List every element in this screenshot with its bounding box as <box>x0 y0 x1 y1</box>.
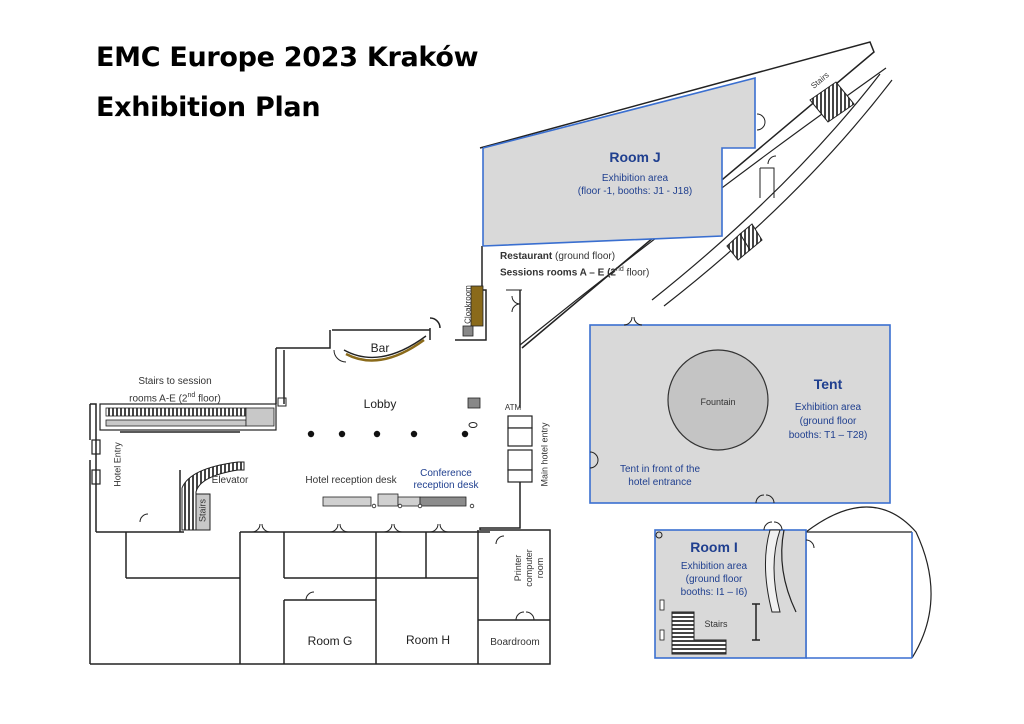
hotel-reception-label: Hotel reception desk <box>305 475 397 486</box>
hotel-walls <box>89 246 551 665</box>
lobby-pillars <box>307 430 469 438</box>
elevator-stairs <box>181 461 245 531</box>
conference-line1: Conference <box>420 468 472 479</box>
stairs-session-rooms <box>99 397 287 433</box>
stairs-session-line2: rooms A-E (2nd floor) <box>115 389 235 405</box>
room-i-line1: Exhibition area <box>680 561 748 572</box>
printer-line3: room <box>535 557 545 579</box>
room-i-line3: booths: I1 – I6) <box>680 587 748 598</box>
conference-line2: reception desk <box>413 480 479 491</box>
sessions-label: Sessions rooms A – E (2nd floor) <box>500 263 649 279</box>
stairs-session-line1: Stairs to session <box>138 376 212 387</box>
tent-front-line1: Tent in front of the <box>619 464 701 475</box>
hotel-entry-doors <box>91 439 101 485</box>
cloakroom-box <box>462 325 474 337</box>
sessions-strong: Sessions rooms A – E (2 <box>500 267 616 279</box>
room-i-stairs-label: Stairs <box>704 619 728 629</box>
room-j-area <box>482 76 756 247</box>
tent-line2: (ground floor <box>799 416 857 427</box>
fountain <box>667 349 769 451</box>
hotel-entry-label: Hotel Entry <box>112 442 123 487</box>
room-i-area <box>654 506 932 659</box>
stairs-left-label: Stairs <box>197 499 208 523</box>
stairs-top-right <box>726 81 855 261</box>
cloakroom-counter <box>470 285 484 327</box>
room-i-line2: (ground floor <box>685 574 743 585</box>
stairs-session-floor: floor) <box>195 393 221 405</box>
printer-room-label: Printer computer room <box>513 533 553 603</box>
reception-desks <box>322 493 475 509</box>
hotel-doors <box>139 349 535 621</box>
tent-name: Tent <box>813 376 843 392</box>
elevator-label: Elevator <box>211 475 249 486</box>
tent-line1: Exhibition area <box>794 402 862 413</box>
room-j-name: Room J <box>609 149 661 165</box>
restaurant-floor: (ground floor) <box>552 251 616 262</box>
stairs-session-rooms: rooms A-E (2 <box>129 393 188 405</box>
sessions-floor: floor) <box>623 267 650 279</box>
tent-front-line2: hotel entrance <box>628 477 692 488</box>
bar-counter <box>343 335 427 362</box>
fountain-label: Fountain <box>700 397 736 407</box>
atm-label: ATM <box>504 403 522 412</box>
printer-line2: computer <box>524 549 534 587</box>
sessions-sup: nd <box>615 266 624 273</box>
bar-label: Bar <box>370 341 390 355</box>
room-g-label: Room G <box>307 634 353 648</box>
stairs-session-sup: nd <box>187 392 196 399</box>
plan-title-line2: Exhibition Plan <box>96 92 321 123</box>
printer-line1: Printer <box>513 554 523 582</box>
cloakroom-label: Cloakroom <box>463 285 473 324</box>
room-i-name: Room I <box>690 539 738 555</box>
room-j-line2: (floor -1, booths: J1 - J18) <box>577 186 693 197</box>
tent-area <box>589 316 891 504</box>
main-entry-doors <box>507 415 533 483</box>
room-h-label: Room H <box>405 633 450 647</box>
lobby-label: Lobby <box>363 397 397 411</box>
atm-box <box>467 397 481 409</box>
tent-line3: booths: T1 – T28) <box>788 430 868 441</box>
restaurant-label: Restaurant (ground floor) <box>500 250 615 263</box>
atm-marker <box>468 422 478 428</box>
room-j-line1: Exhibition area <box>601 173 669 184</box>
restaurant-strong: Restaurant <box>500 251 553 262</box>
plan-title-line1: EMC Europe 2023 Kraków <box>96 42 479 73</box>
main-entry-label: Main hotel entry <box>539 422 550 487</box>
boardroom-label: Boardroom <box>490 637 540 648</box>
room-j-doors <box>506 113 777 313</box>
